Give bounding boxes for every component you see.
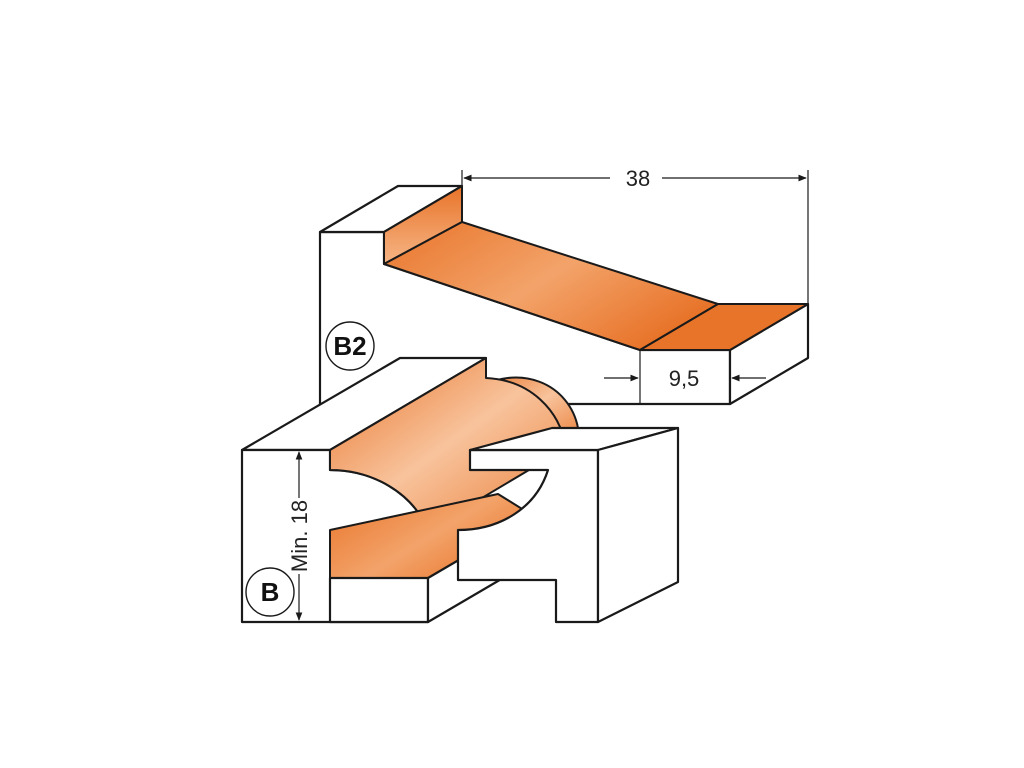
b-label: B (261, 577, 280, 607)
dim-9-5-label: 9,5 (669, 366, 700, 391)
dimension-38: 38 (461, 166, 809, 304)
b-mating-front (456, 448, 600, 624)
b-badge: B (245, 567, 295, 617)
dimension-min-18: Min. 18 (287, 451, 312, 621)
dim-min-18-label: Min. 18 (287, 500, 312, 572)
b-lower-step (328, 576, 430, 624)
dimension-9-5: 9,5 (604, 366, 766, 391)
b2-badge: B2 (325, 321, 375, 371)
b-mating-side (596, 426, 680, 624)
b-badge-circle (245, 567, 295, 617)
b2-label: B2 (333, 331, 366, 361)
profile-b (240, 356, 680, 624)
dim-38-label: 38 (626, 166, 650, 191)
b2-badge-circle (325, 321, 375, 371)
